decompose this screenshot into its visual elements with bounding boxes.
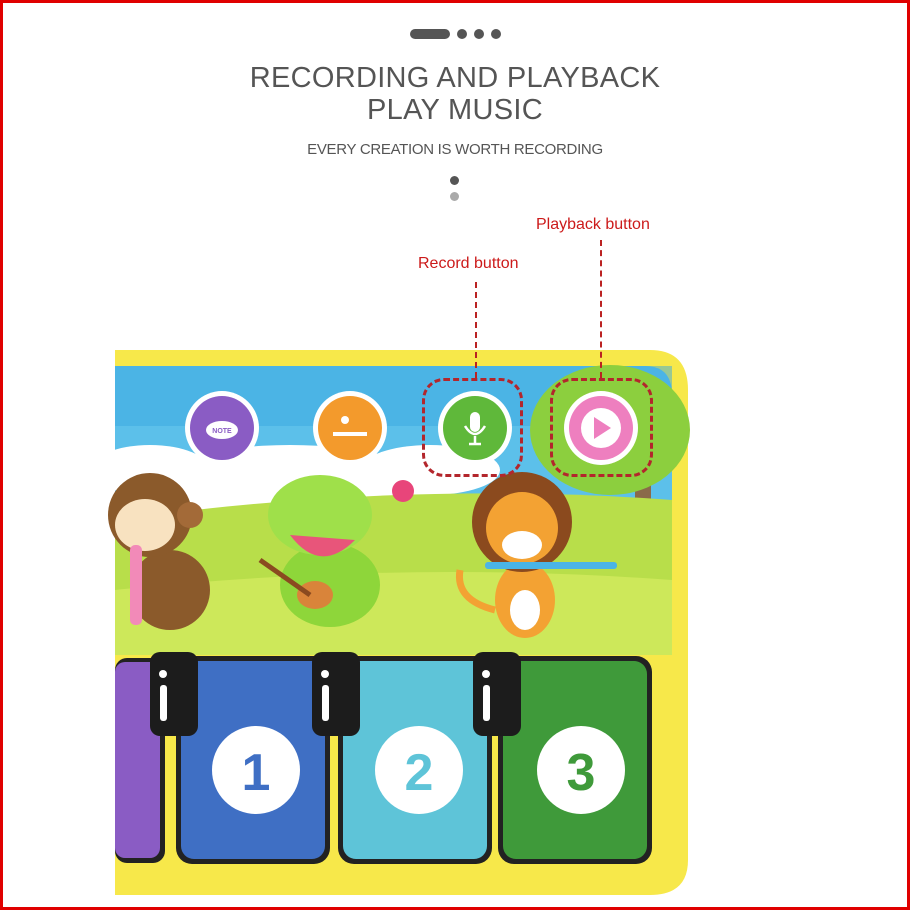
lion-character xyxy=(455,472,617,638)
monkey-character xyxy=(108,473,210,630)
piano-key-partial[interactable] xyxy=(115,662,160,858)
animal-button[interactable] xyxy=(313,391,387,465)
playback-callout-line xyxy=(600,240,602,378)
playback-callout: Playback button xyxy=(536,216,650,233)
piano-key-1[interactable]: 1 xyxy=(176,656,330,864)
divider-dots xyxy=(450,176,459,208)
note-label: NOTE xyxy=(212,428,232,435)
record-callout: Record button xyxy=(418,255,519,272)
crawling-baby-icon xyxy=(333,432,367,436)
playback-button[interactable] xyxy=(564,391,638,465)
key-number: 1 xyxy=(242,744,271,802)
piano-key-3[interactable]: 3 xyxy=(498,656,652,864)
title-line-1: RECORDING AND PLAYBACK xyxy=(249,62,661,94)
dinosaur-character xyxy=(258,475,414,627)
indicator-dot[interactable] xyxy=(456,29,467,39)
microphone-icon xyxy=(463,412,487,446)
carousel-indicator xyxy=(0,29,910,39)
key-number: 2 xyxy=(405,744,434,802)
piano-key-2[interactable]: 2 xyxy=(338,656,492,864)
indicator-dot[interactable] xyxy=(490,29,501,39)
playback-highlight xyxy=(550,378,653,477)
record-highlight xyxy=(422,378,523,477)
indicator-dot[interactable] xyxy=(473,29,484,39)
record-callout-line xyxy=(475,282,477,378)
page-title: RECORDING AND PLAYBACK PLAY MUSIC xyxy=(0,62,910,126)
record-button[interactable] xyxy=(438,391,512,465)
black-key[interactable] xyxy=(150,652,198,736)
note-button[interactable]: NOTE xyxy=(185,391,259,465)
title-line-2: PLAY MUSIC xyxy=(367,94,543,126)
black-key[interactable] xyxy=(473,652,521,736)
key-number: 3 xyxy=(567,744,596,802)
black-key[interactable] xyxy=(312,652,360,736)
indicator-active[interactable] xyxy=(409,29,450,39)
subtitle: EVERY CREATION IS WORTH RECORDING xyxy=(307,141,603,158)
